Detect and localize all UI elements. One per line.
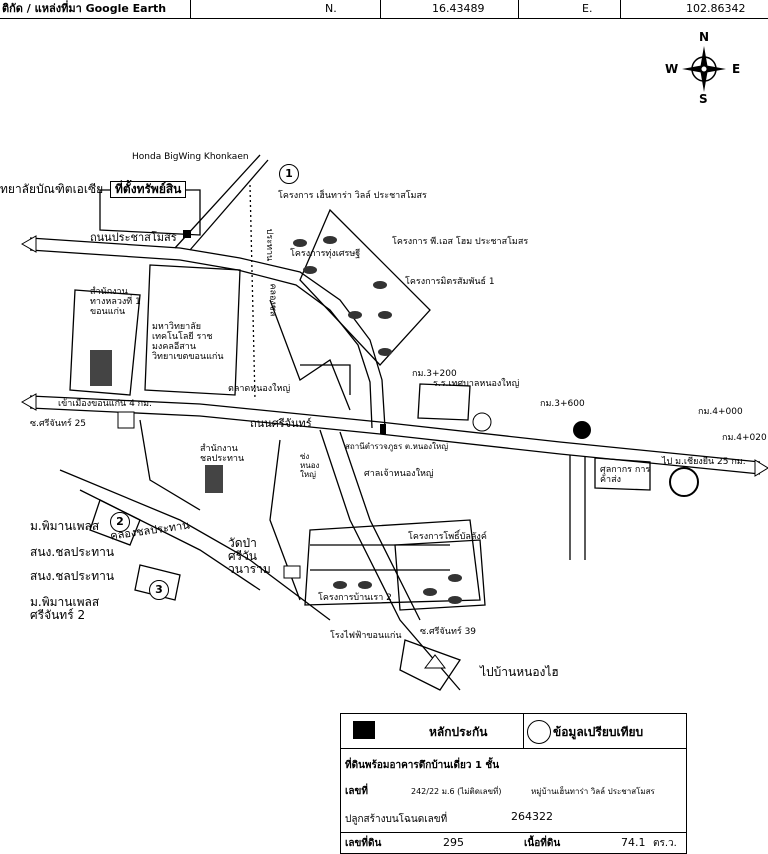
label-soi-25: ซ.ศรีจันทร์ 25 <box>30 419 87 429</box>
wat-icon <box>283 565 301 579</box>
label-km-4-000: กม.4+000 <box>698 407 743 417</box>
legend-village: หมู่บ้านเฮ็นทาร่า วิลล์ ประชาสโมสร <box>531 787 655 796</box>
compass-south: S <box>699 92 708 106</box>
label-km-3-200: กม.3+200 <box>412 369 457 379</box>
label-power-plant: โรงไฟฟ้าขอนแก่น <box>330 631 402 641</box>
label-customs: ศุลกากร การค้าส่ง <box>600 465 651 485</box>
comparison-circle-icon <box>527 720 551 744</box>
label-road-prachasamosorn: ถนนประชาสโมสร <box>90 231 177 244</box>
label-mit-samphan: โครงการมิตรสัมพันธ์ 1 <box>405 277 495 287</box>
label-to-nong-hai: ไปบ้านหนองไฮ <box>480 665 559 679</box>
compass-west: W <box>665 62 679 76</box>
legend-no-label: เลขที่ <box>345 786 368 797</box>
marker-1: 1 <box>279 164 299 184</box>
label-sanong-2: สนง.ชลประทาน <box>30 569 115 583</box>
label-wat: วัดป่า ศรีวัน วนาราม <box>228 536 271 577</box>
label-to-city: เข้าเมืองขอนแก่น 4 กม. <box>58 399 152 409</box>
label-prathan: ประทาน <box>264 228 275 262</box>
legend-area-label: เนื้อที่ดิน <box>524 838 561 849</box>
label-pimarn-place-1: ม.พิมานเพลส <box>30 519 100 533</box>
divider <box>380 0 381 18</box>
road-srichan <box>29 395 761 463</box>
label-km-3-600: กม.3+600 <box>540 399 585 409</box>
label-pimarn-place-2: ม.พิมานเพลส ศรีจันทร์ 2 <box>30 595 100 623</box>
building-icon <box>205 465 223 493</box>
label-khlong: คลองชล <box>267 283 278 317</box>
compass-north: N <box>699 30 710 44</box>
compass-rose-icon: N S W E <box>660 30 750 106</box>
legend-box: หลักประกัน ข้อมูลเปรียบเทียบ ที่ดินพร้อม… <box>340 713 687 854</box>
divider <box>620 0 621 18</box>
label-pho-ballang: โครงการโพธิ์บัลลังค์ <box>408 532 487 542</box>
divider <box>341 748 686 749</box>
divider <box>341 832 686 833</box>
label-sanong-1: สนง.ชลประทาน <box>30 545 115 559</box>
label-university: มหาวิทยาลัย เทคโนโลยี ราชมงคลอีสาน วิทยา… <box>152 322 224 362</box>
compass-east: E <box>732 62 741 76</box>
north-value: 16.43489 <box>432 2 485 15</box>
label-honda: Honda BigWing Khonkaen <box>132 152 249 162</box>
legend-deed-label: ปลูกสร้างบนโฉนดเลขที่ <box>345 814 448 825</box>
marker-3: 3 <box>149 580 169 600</box>
label-market: ตลาดหนองใหญ่ <box>228 384 291 394</box>
legend-area-value: 74.1 <box>621 836 646 849</box>
building-icon <box>90 350 112 386</box>
label-ps-home: โครงการ พี.เอส โฮม ประชาสโมสร <box>392 237 529 247</box>
label-property: ที่ตั้งทรัพย์สิน <box>110 181 187 199</box>
marker-2: 2 <box>110 512 130 532</box>
legend-comparison: ข้อมูลเปรียบเทียบ <box>553 725 644 739</box>
legend-land-label: เลขที่ดิน <box>345 838 382 849</box>
nissan-icon <box>669 467 699 497</box>
coords-source-label: ติกัด / แหล่งที่มา Google Earth <box>2 2 167 15</box>
label-school: ร.ร.เทศบาลหนองใหญ่ <box>433 379 520 389</box>
label-soi-39: ซ.ศรีจันทร์ 39 <box>420 627 477 637</box>
label-ban-rao: โครงการบ้านเรา 2 <box>318 593 392 603</box>
north-label: N. <box>325 2 337 15</box>
label-to-chiang-yuen: ไป ม.เชียงยืน 25 กม. <box>662 457 746 467</box>
divider <box>518 0 519 18</box>
power-plant-icon <box>423 654 447 669</box>
label-thung-setthi: โครงการทุ่งเศรษฐี <box>290 249 361 259</box>
label-highway-office: สำนักงาน ทางหลวงที่ 1 ขอนแก่น <box>90 287 141 317</box>
star-icon <box>573 421 591 439</box>
divider <box>190 0 191 18</box>
km-post <box>380 424 386 434</box>
label-asia-university: ทยาลัยบัณฑิตเอเซีย <box>0 182 104 196</box>
coordinate-bar: ติกัด / แหล่งที่มา Google Earth N. 16.43… <box>0 0 768 19</box>
temple-icon <box>117 411 135 429</box>
label-road-srichan: ถนนศรีจันทร์ <box>250 417 312 430</box>
legend-collateral: หลักประกัน <box>429 725 488 739</box>
label-km-4-020: กม.4+020 <box>722 433 767 443</box>
label-project-1: โครงการ เฮ็นทาร่า วิลล์ ประชาสโมสร <box>278 191 427 201</box>
label-municipal: สถานีตำรวจภูธร ต.หนองใหญ่ <box>345 442 449 451</box>
legend-area-unit: ตร.ว. <box>653 838 677 849</box>
label-nong-yai: ซ่ง หนอง ใหญ่ <box>300 452 320 479</box>
label-irrigation-office: สำนักงาน ชลประทาน <box>200 444 245 464</box>
collateral-swatch-icon <box>353 721 375 739</box>
shell-icon <box>472 412 492 432</box>
label-shrine: ศาลเจ้าหนองใหญ่ <box>364 469 434 479</box>
east-value: 102.86342 <box>686 2 746 15</box>
east-label: E. <box>582 2 593 15</box>
property-marker <box>183 230 191 238</box>
legend-deed-value: 264322 <box>511 810 553 823</box>
legend-type: ที่ดินพร้อมอาคารตึกบ้านเดี่ยว 1 ชั้น <box>345 760 500 771</box>
divider <box>523 714 524 748</box>
legend-no-value: 242/22 ม.6 (ไม่ติดเลขที่) <box>411 787 502 796</box>
legend-land-value: 295 <box>443 836 464 849</box>
